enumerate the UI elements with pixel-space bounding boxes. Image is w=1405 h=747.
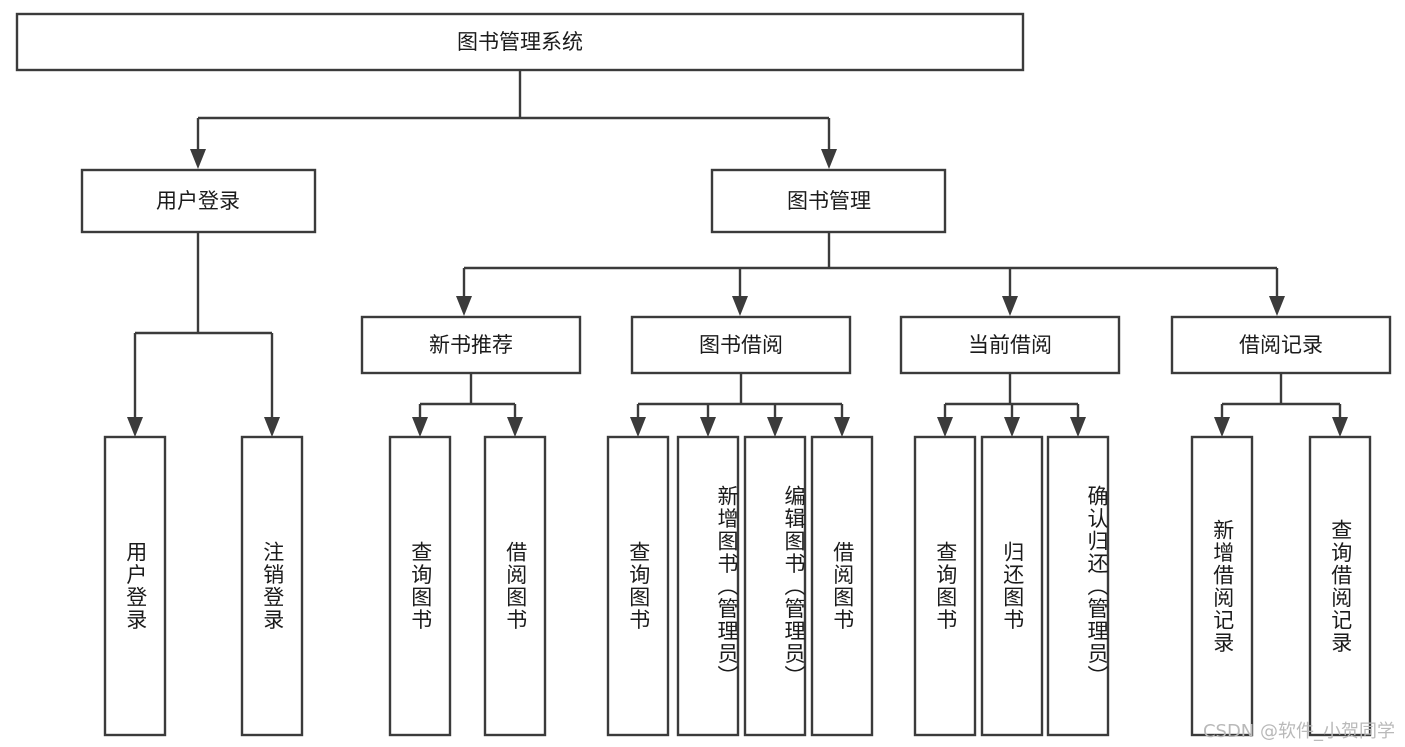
leaf-borrow-record-1-label: 新增借阅记录 [1210,518,1235,654]
arrow-head-borrow-record-leaf-2 [1332,417,1348,437]
node-book-manage-label: 图书管理 [787,189,871,213]
leaf-current-borrow-2-label: 归还图书 [1000,541,1025,631]
arrow-head-book-borrow [732,296,748,316]
arrow-head-borrow-record-leaf-1 [1214,417,1230,437]
arrow-head-book-borrow-leaf-3 [767,417,783,437]
leaf-book-borrow-4-label: 借阅图书 [830,541,855,631]
leaf-user-login-2-rect[interactable] [240,435,304,737]
node-new-book-recommend-rect[interactable] [360,315,582,375]
node-user-login-label: 用户登录 [156,189,240,213]
leaf-current-borrow-3-rect[interactable] [1046,435,1110,737]
leaf-current-borrow-1-label: 查询图书 [933,541,958,631]
arrow-head-current-borrow-leaf-2 [1004,417,1020,437]
node-user-login[interactable] [80,168,317,234]
node-user-login-rect[interactable] [80,168,317,234]
leaf-book-borrow-3-label: 编辑图书（管理员） [782,484,806,688]
leaf-borrow-record-2-rect[interactable] [1308,435,1372,737]
leaf-current-borrow-3-label: 确认归还（管理员） [1085,484,1109,688]
arrow-head-current-borrow-leaf-1 [937,417,953,437]
arrow-head-user-login [190,149,206,169]
arrow-head-current-borrow [1002,296,1018,316]
node-new-book-recommend[interactable] [360,315,582,375]
node-current-borrow[interactable] [899,315,1121,375]
leaf-user-login-1-rect[interactable] [103,435,167,737]
leaf-new-book-2-rect[interactable] [483,435,547,737]
leaf-book-borrow-2-label: 新增图书（管理员） [715,484,739,688]
connector-new-book-to-leaves [412,373,523,437]
leaf-book-borrow-1-rect[interactable] [606,435,670,737]
leaf-book-borrow-1-label: 查询图书 [626,541,651,631]
arrow-head-user-login-leaf-2 [264,417,280,437]
leaf-new-book-1-label: 查询图书 [408,541,433,631]
node-current-borrow-rect[interactable] [899,315,1121,375]
leaf-current-borrow-1-rect[interactable] [913,435,977,737]
connector-current-borrow-to-leaves [937,373,1086,437]
connector-book-manage-to-level3 [456,232,1285,316]
node-book-manage[interactable] [710,168,947,234]
node-root[interactable] [15,12,1025,72]
connector-root-to-level2 [190,70,837,169]
node-book-borrow-rect[interactable] [630,315,852,375]
connector-book-borrow-to-leaves [630,373,850,437]
node-book-borrow[interactable] [630,315,852,375]
leaf-book-borrow-3-rect[interactable] [743,435,807,737]
node-root-label: 图书管理系统 [457,30,583,54]
arrow-head-book-borrow-leaf-1 [630,417,646,437]
node-current-borrow-label: 当前借阅 [968,333,1052,357]
leaf-borrow-record-1-rect[interactable] [1190,435,1254,737]
arrow-head-book-borrow-leaf-4 [834,417,850,437]
leaf-borrow-record-2-label: 查询借阅记录 [1328,518,1353,654]
watermark-text: CSDN @软件_小贺同学 [1202,721,1395,742]
arrow-head-book-manage [821,149,837,169]
connector-borrow-record-to-leaves [1214,373,1348,437]
arrow-head-new-book-leaf-2 [507,417,523,437]
node-book-manage-rect[interactable] [710,168,947,234]
node-book-borrow-label: 图书借阅 [699,333,783,357]
node-new-book-recommend-label: 新书推荐 [429,333,513,357]
leaf-book-borrow-4-rect[interactable] [810,435,874,737]
leaf-new-book-1-rect[interactable] [388,435,452,737]
arrow-head-current-borrow-leaf-3 [1070,417,1086,437]
arrow-head-book-borrow-leaf-2 [700,417,716,437]
arrow-head-user-login-leaf-1 [127,417,143,437]
connector-user-login-to-leaves [127,232,280,437]
arrow-head-borrow-record [1269,296,1285,316]
node-borrow-record-label: 借阅记录 [1239,333,1323,357]
arrow-head-new-book [456,296,472,316]
arrow-head-new-book-leaf-1 [412,417,428,437]
leaf-user-login-2-label: 注销登录 [260,541,285,631]
node-root-rect[interactable] [15,12,1025,72]
leaf-book-borrow-2-rect[interactable] [676,435,740,737]
leaf-current-borrow-2-rect[interactable] [980,435,1044,737]
leaf-user-login-1-label: 用户登录 [123,541,148,631]
leaf-new-book-2-label: 借阅图书 [503,541,528,631]
